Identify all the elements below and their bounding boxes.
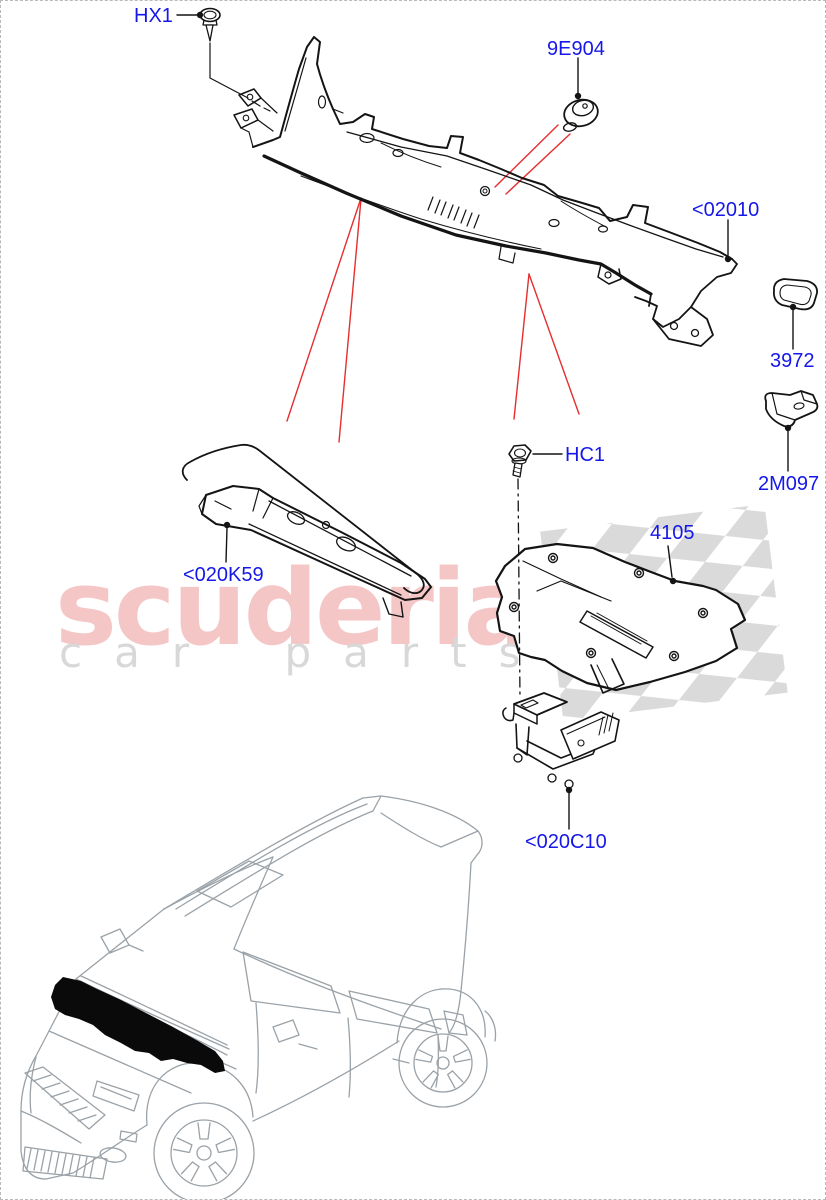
assembly-axis-line (517, 478, 521, 699)
cowl-location-highlight (51, 977, 225, 1073)
cup-drawing (764, 390, 819, 428)
insulator-panel-drawing (494, 542, 747, 694)
part-label-02010[interactable]: <02010 (692, 199, 760, 221)
watermark-subtitle-text: car parts (59, 628, 552, 677)
vehicle-illustration (20, 795, 497, 1199)
leader-lines (176, 11, 797, 830)
part-label-9e904[interactable]: 9E904 (547, 38, 605, 60)
part-label-3972[interactable]: 3972 (770, 350, 815, 372)
mounting-bracket-drawing (502, 692, 620, 789)
part-label-2m097[interactable]: 2M097 (758, 473, 820, 495)
screw-drawing (199, 7, 221, 42)
part-label-hx1[interactable]: HX1 (134, 5, 173, 27)
rear-wheel (398, 1018, 488, 1108)
grille (24, 1066, 106, 1130)
front-wheel (153, 1102, 255, 1199)
watermark-brand-text: scuderia (55, 547, 531, 669)
part-label-hc1[interactable]: HC1 (565, 444, 606, 466)
part-label-4105[interactable]: 4105 (650, 522, 695, 544)
bolt-drawing (508, 444, 532, 478)
red-callout-lines (286, 124, 580, 443)
cowl-panel-drawing (233, 36, 738, 347)
part-label-020c10[interactable]: <020C10 (525, 831, 607, 853)
part-label-020k59[interactable]: <020K59 (183, 564, 264, 586)
grommet-drawing (562, 98, 599, 132)
cap-drawing (773, 278, 818, 311)
bumper-grille (22, 1146, 108, 1180)
